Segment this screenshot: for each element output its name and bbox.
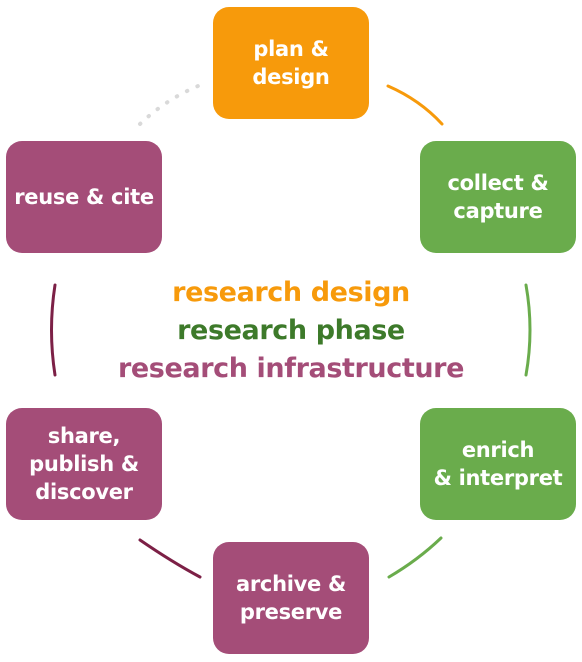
stage-enrich-interpret[interactable]: enrich & interpret <box>420 408 576 520</box>
connector-share-reuse <box>50 283 57 377</box>
legend-research-infrastructure: research infrastructure <box>117 353 464 384</box>
connector-archive-share <box>138 538 202 579</box>
stage-collect-capture[interactable]: collect & capture <box>420 141 576 253</box>
legend-research-design: research design <box>172 277 410 308</box>
connector-collect-enrich <box>524 283 532 377</box>
stage-reuse-cite[interactable]: reuse & cite <box>6 141 162 253</box>
stage-archive-preserve[interactable]: archive & preserve <box>213 542 369 654</box>
stage-share-publish-discover[interactable]: share, publish & discover <box>6 408 162 520</box>
connector-plan-collect <box>386 84 444 126</box>
connector-reuse-plan-dotted <box>138 84 200 126</box>
legend-research-phase: research phase <box>177 315 405 346</box>
connector-enrich-archive <box>387 536 443 579</box>
stage-plan-design[interactable]: plan & design <box>213 7 369 119</box>
